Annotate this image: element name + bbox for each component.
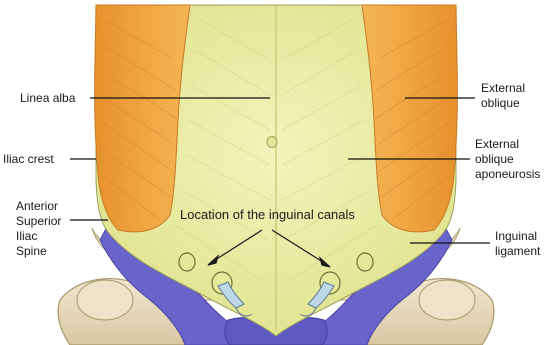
- label-asis-line2: Superior: [16, 214, 61, 228]
- label-inguinal-ligament-line1: Inguinal: [495, 229, 537, 243]
- label-inguinal-canals: Location of the inguinal canals: [180, 207, 355, 222]
- label-asis-line1: Anterior: [16, 199, 58, 213]
- label-linea-alba: Linea alba: [20, 91, 76, 105]
- label-eo-aponeurosis-line1: External: [475, 137, 519, 151]
- label-asis-line4: Spine: [16, 244, 47, 258]
- umbilicus: [267, 137, 277, 148]
- label-iliac-crest: Iliac crest: [3, 152, 54, 166]
- label-eo-aponeurosis-line2: oblique: [475, 152, 514, 166]
- label-external-oblique-line1: External: [481, 81, 525, 95]
- label-asis-line3: Iliac: [16, 229, 37, 243]
- label-eo-aponeurosis-line3: aponeurosis: [475, 167, 540, 181]
- label-external-oblique-line2: oblique: [481, 96, 520, 110]
- label-inguinal-ligament-line2: ligament: [495, 244, 541, 258]
